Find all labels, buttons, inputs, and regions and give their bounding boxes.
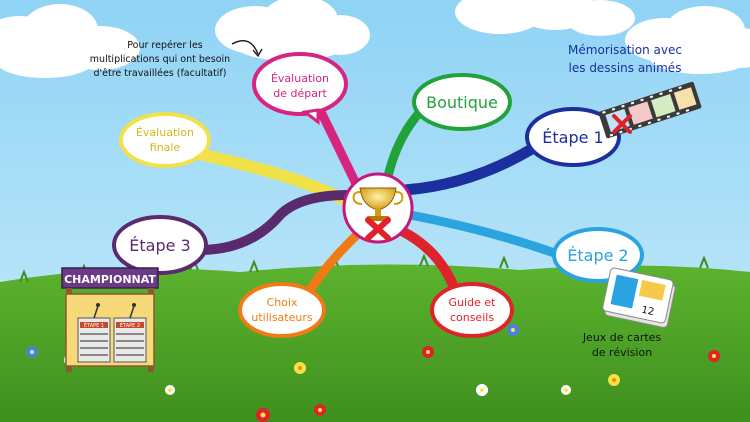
podium-left-label: ÉTAPE 1 <box>84 321 104 329</box>
evaluation-depart-label: Évaluation <box>271 72 329 85</box>
node-evaluation-finale[interactable]: Évaluation finale <box>119 112 211 168</box>
podium-left: ÉTAPE 1 <box>77 317 111 363</box>
cartes-link[interactable]: 12 Jeux de cartes de révision <box>582 267 677 359</box>
hint-line-1: Pour repérer les <box>127 40 203 51</box>
cloud-right <box>625 6 750 74</box>
cartes-label-1: Jeux de cartes <box>582 331 662 344</box>
flower-icon <box>26 346 38 358</box>
boutique-label: Boutique <box>426 93 498 112</box>
championnat-sign <box>61 267 159 289</box>
guide-conseils-label: Guide et <box>449 296 497 309</box>
championnat-button[interactable]: CHAMPIONNAT ÉTAPE 1 ÉTAPE 2 <box>61 267 159 372</box>
cloud-top-center <box>215 0 370 61</box>
flower-icon <box>608 374 620 386</box>
clouds <box>0 0 750 78</box>
cloud-top-right <box>455 0 635 36</box>
node-etape2[interactable]: Étape 2 <box>552 227 644 283</box>
evaluation-depart-label-2: de départ <box>273 87 327 100</box>
memorisation-label-2: les dessins animés <box>569 61 682 75</box>
close-icon <box>612 114 632 134</box>
flower-icon <box>294 362 306 374</box>
branch-etape2 <box>405 210 565 260</box>
film-strip-icon[interactable] <box>598 81 702 139</box>
branch-choix-utilisateurs <box>305 227 365 295</box>
guide-conseils-label-2: conseils <box>450 311 494 324</box>
branch-etape1 <box>399 144 536 196</box>
memorisation-link[interactable]: Mémorisation avec les dessins animés <box>568 43 682 75</box>
choix-utilisateurs-label: Choix <box>267 296 298 309</box>
mind-map-branches <box>174 105 565 295</box>
node-guide-conseils[interactable]: Guide et conseils <box>430 282 514 338</box>
node-evaluation-depart[interactable]: Évaluation de départ <box>252 52 348 126</box>
flower-icon <box>165 385 175 395</box>
grass-field <box>0 264 750 422</box>
node-etape1[interactable]: Étape 1 <box>525 107 621 167</box>
microphone-icon <box>93 303 136 319</box>
close-icon <box>365 217 391 241</box>
etape1-label: Étape 1 <box>542 128 603 147</box>
cards-stack-icon: 12 <box>602 267 676 328</box>
flower-icon <box>561 385 571 395</box>
flower-icon <box>507 324 519 336</box>
podium-right: ÉTAPE 2 <box>113 317 147 363</box>
etape3-label: Étape 3 <box>129 236 190 255</box>
memorisation-label-1: Mémorisation avec <box>568 43 682 57</box>
flower-icon <box>476 384 488 396</box>
node-boutique[interactable]: Boutique <box>412 73 512 131</box>
hint-line-2: multiplications qui ont besoin <box>90 54 230 65</box>
central-trophy-button[interactable] <box>342 172 414 244</box>
cloud-left <box>0 4 140 78</box>
evaluation-finale-label-2: finale <box>150 141 181 154</box>
branch-guide-conseils <box>395 225 460 295</box>
flower-icon <box>708 350 720 362</box>
hint-line-3: d'être travaillées (facultatif) <box>94 68 227 79</box>
node-choix-utilisateurs[interactable]: Choix utilisateurs <box>238 282 326 338</box>
card-number: 12 <box>640 305 655 318</box>
curved-arrow-icon <box>231 40 259 55</box>
choix-utilisateurs-label-2: utilisateurs <box>251 311 312 324</box>
cartes-label-2: de révision <box>592 346 652 359</box>
flower-icon <box>422 346 434 358</box>
branch-etape3 <box>195 190 353 255</box>
etape2-label: Étape 2 <box>567 246 628 265</box>
trophy-icon <box>352 187 404 221</box>
node-etape3[interactable]: Étape 3 <box>112 215 208 275</box>
hint-annotation: Pour repérer les multiplications qui ont… <box>90 40 263 79</box>
championnat-title: CHAMPIONNAT <box>64 273 156 286</box>
flower-icon <box>314 404 326 416</box>
evaluation-finale-label: Évaluation <box>136 126 194 139</box>
flower-icon <box>256 408 270 422</box>
podium-right-label: ÉTAPE 2 <box>120 321 140 329</box>
branch-evaluation-depart <box>315 105 365 197</box>
